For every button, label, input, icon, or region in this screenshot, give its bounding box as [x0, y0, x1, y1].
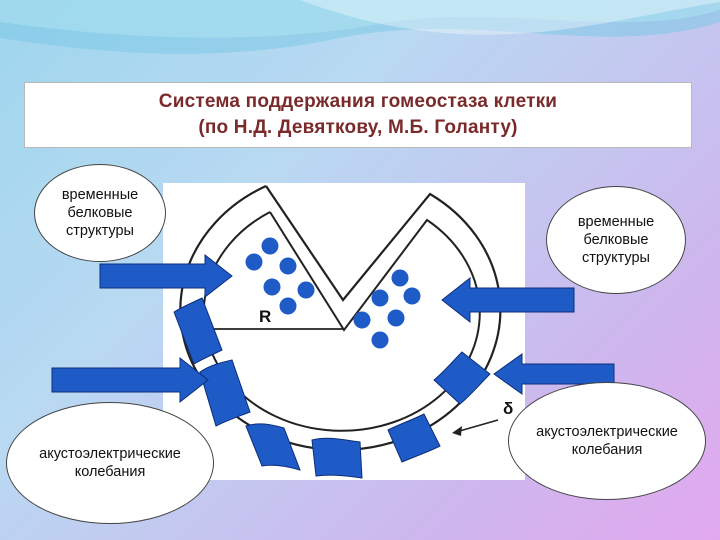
label-text-line: структуры — [66, 223, 134, 239]
dots-left-group — [245, 237, 315, 315]
membrane-segments — [173, 297, 491, 479]
membrane-segment — [433, 351, 491, 405]
title-box: Система поддержания гомеостаза клетки (п… — [24, 82, 692, 148]
label-protein-structures-left: временные белковые структуры — [34, 164, 166, 262]
membrane-segment — [173, 297, 223, 365]
title-line-1: Система поддержания гомеостаза клетки — [158, 91, 558, 112]
thickness-label: δ — [503, 399, 513, 418]
arrow-upper-right — [441, 276, 575, 324]
label-acoustoelectric-left: акустоэлектрические колебания — [6, 402, 214, 524]
decorative-wave-header — [0, 0, 720, 54]
label-text-line: структуры — [582, 250, 650, 266]
arrow-lower-left — [51, 356, 209, 404]
membrane-segment — [199, 359, 251, 427]
label-text-line: колебания — [571, 442, 643, 458]
label-acoustoelectric-right: акустоэлектрические колебания — [508, 382, 706, 500]
label-text-line: белковые — [583, 232, 649, 248]
label-text-line: временные — [61, 187, 139, 203]
label-text-line: акустоэлектрические — [39, 446, 181, 462]
membrane-segment — [245, 423, 301, 471]
thickness-pointer-head — [452, 426, 462, 436]
label-text-line: временные — [577, 214, 655, 230]
membrane-segment — [387, 413, 441, 463]
dots-right-group — [353, 269, 421, 349]
arrow-upper-left — [99, 253, 233, 299]
thickness-pointer — [455, 419, 499, 433]
title-line-2: (по Н.Д. Девяткову, М.Б. Голанту) — [198, 117, 518, 138]
radius-label: R — [259, 307, 271, 326]
label-protein-structures-right: временные белковые структуры — [546, 186, 686, 294]
membrane-segment — [311, 437, 363, 479]
label-text-line: белковые — [67, 205, 133, 221]
label-text-line: колебания — [74, 464, 146, 480]
label-text-line: акустоэлектрические — [536, 424, 678, 440]
